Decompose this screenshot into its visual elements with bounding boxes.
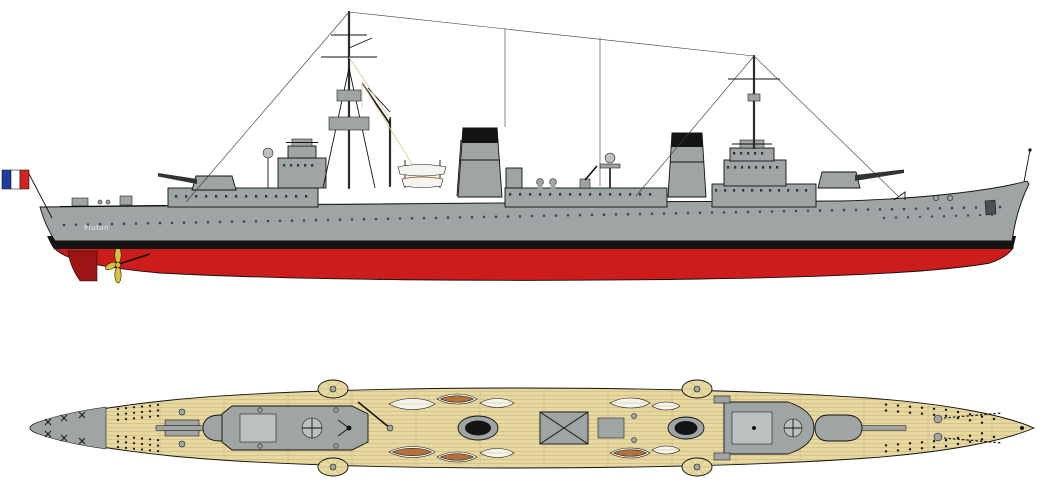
aft-searchlight: [262, 147, 274, 159]
funnel-aft: [456, 127, 503, 198]
mainmast: [321, 10, 377, 190]
mooring-bitts: [44, 411, 86, 445]
boats-plan: [388, 393, 681, 463]
aft-control-tower: [277, 157, 327, 189]
rigging-lines: [185, 11, 899, 203]
stern-deckhouse-small: [119, 195, 133, 206]
anchor-gear: [933, 412, 1003, 444]
midship-deckhouse: [504, 187, 668, 208]
deck-scuttle-dots: [884, 403, 996, 453]
searchlight-platform: [599, 152, 621, 188]
funnel-aft-plan: [457, 415, 499, 441]
rudder: [67, 250, 98, 282]
foremast-plan: [752, 426, 756, 430]
bridge-plan: [713, 395, 815, 461]
midship-hatches: [539, 411, 637, 445]
superstructure-windows: [175, 152, 808, 198]
aft-gun: [158, 173, 237, 191]
aft-tower-top: [287, 145, 317, 159]
side-sponsons: [317, 379, 713, 477]
propeller: [105, 246, 151, 284]
stern-deck-gray: [29, 406, 107, 450]
capstan: [933, 195, 939, 201]
ship-name-label: Pluton: [84, 224, 109, 232]
forward-gun: [817, 169, 904, 189]
jackstaff-plan: [1020, 426, 1024, 430]
funnel-forward-plan: [667, 416, 705, 440]
capstan: [947, 195, 953, 201]
boats-side: [397, 160, 447, 188]
lower-hull-red: [52, 247, 1014, 281]
mine-rail-dots: [116, 403, 160, 453]
top-plan-view: [29, 379, 1036, 477]
vent-trunk: [505, 167, 523, 189]
jackstaff: [1023, 149, 1031, 183]
bridge-superstructure: [711, 139, 817, 208]
crane-plan: [357, 401, 394, 432]
portholes: [62, 205, 1002, 227]
aft-rangefinder: [286, 138, 318, 147]
french-flag: [1, 169, 30, 190]
funnel-forward: [667, 132, 707, 198]
stern-winch: [71, 197, 89, 207]
foremast: [728, 54, 780, 150]
aa-gun: [579, 165, 598, 189]
aft-deckhouse: [167, 187, 319, 208]
anchor: [984, 199, 997, 216]
side-profile-view: Pluton: [1, 10, 1032, 284]
mine-rail: [59, 205, 167, 207]
forward-gun-plan: [814, 414, 907, 442]
ensign: [1, 169, 53, 219]
breakwater: [893, 191, 906, 201]
